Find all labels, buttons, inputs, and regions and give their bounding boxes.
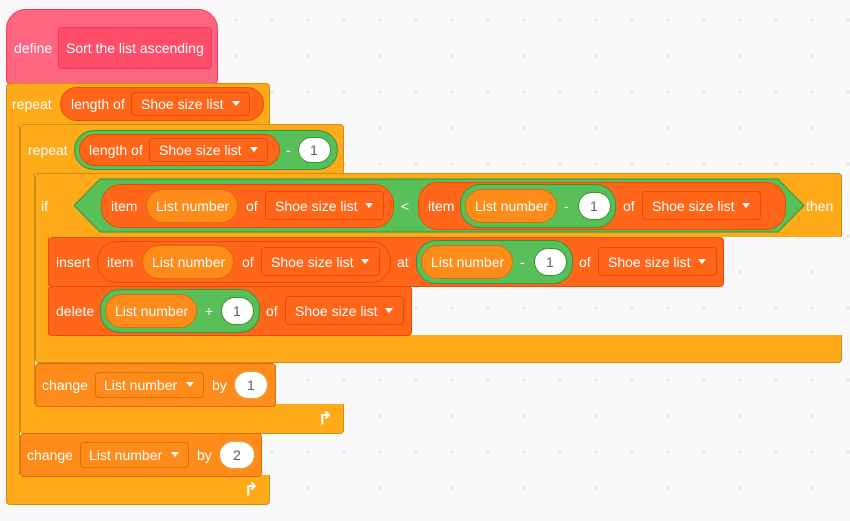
number-input[interactable] (219, 441, 255, 469)
at-label: at (397, 254, 409, 270)
number-input[interactable] (534, 248, 567, 276)
variable-dropdown[interactable] (95, 372, 204, 398)
variable-name: List number (152, 254, 226, 270)
list-dropdown-value: Shoe size list (271, 254, 354, 270)
variable-reporter[interactable] (146, 189, 238, 223)
caret-down-icon (698, 259, 706, 264)
if-arm (35, 236, 49, 336)
length-of-label: length of (89, 142, 143, 158)
list-dropdown[interactable] (149, 138, 268, 162)
repeat-inner-footer (20, 404, 344, 434)
item-label: item (111, 198, 138, 214)
change-keyword: change (42, 377, 88, 393)
number-input-value: 1 (546, 254, 554, 270)
list-dropdown-value: Shoe size list (159, 142, 242, 158)
loop-arrow-icon: ↱ (244, 480, 259, 499)
caret-down-icon (385, 308, 393, 313)
number-input[interactable] (578, 192, 611, 220)
of-label: of (242, 254, 254, 270)
repeat-outer-arm (6, 124, 20, 476)
number-input[interactable] (234, 371, 268, 399)
custom-block-prototype[interactable] (58, 27, 212, 69)
variable-name: List number (475, 198, 549, 214)
of-label: of (623, 198, 635, 214)
variable-name: List number (115, 303, 189, 319)
list-dropdown-value: Shoe size list (141, 96, 224, 112)
list-dropdown[interactable] (285, 296, 404, 325)
number-input-value: 1 (590, 198, 598, 214)
caret-down-icon (250, 147, 258, 152)
caret-down-icon (232, 101, 240, 106)
item-label: item (428, 198, 455, 214)
if-footer (35, 335, 842, 363)
variable-dropdown[interactable] (80, 442, 189, 468)
insert-keyword: insert (56, 254, 91, 270)
less-than-operator: < (401, 198, 410, 214)
delete-keyword: delete (56, 303, 95, 319)
list-dropdown[interactable] (261, 247, 380, 276)
number-input-value: 1 (310, 142, 318, 158)
of-label: of (266, 303, 278, 319)
number-input[interactable] (298, 137, 331, 163)
caret-down-icon (171, 452, 179, 457)
item-label: item (107, 254, 134, 270)
loop-arrow-icon: ↱ (318, 409, 333, 428)
variable-dropdown-value: List number (104, 377, 178, 393)
repeat-inner-keyword: repeat (28, 142, 68, 158)
custom-block-name: Sort the list ascending (66, 40, 204, 56)
list-dropdown-value: Shoe size list (608, 254, 691, 270)
number-input-value: 1 (233, 303, 241, 319)
if-keyword: if (41, 198, 48, 214)
variable-reporter[interactable] (105, 294, 197, 328)
minus-operator: - (564, 198, 569, 214)
variable-dropdown-value: List number (89, 447, 163, 463)
of-label: of (579, 254, 591, 270)
minus-operator: - (520, 254, 525, 270)
variable-name: List number (431, 254, 505, 270)
caret-down-icon (365, 203, 373, 208)
caret-down-icon (186, 382, 194, 387)
variable-name: List number (156, 198, 230, 214)
variable-reporter[interactable] (421, 245, 513, 279)
list-dropdown[interactable] (131, 92, 250, 116)
number-input-value: 1 (247, 377, 255, 393)
list-dropdown-value: Shoe size list (295, 303, 378, 319)
repeat-inner-arm (20, 173, 35, 405)
list-dropdown[interactable] (598, 247, 717, 276)
plus-operator: + (205, 303, 214, 319)
length-of-label: length of (71, 96, 125, 112)
number-input[interactable] (221, 297, 254, 325)
caret-down-icon (742, 203, 750, 208)
repeat-outer-footer (6, 475, 270, 505)
variable-reporter[interactable] (465, 189, 557, 223)
list-dropdown[interactable] (642, 191, 761, 220)
then-keyword: then (806, 198, 834, 214)
minus-operator: - (286, 142, 291, 158)
list-dropdown-value: Shoe size list (275, 198, 358, 214)
list-dropdown-value: Shoe size list (652, 198, 735, 214)
of-label: of (246, 198, 258, 214)
list-dropdown[interactable] (265, 191, 384, 220)
by-label: by (212, 377, 227, 393)
number-input-value: 2 (233, 447, 241, 463)
define-keyword: define (14, 40, 53, 56)
change-keyword: change (27, 447, 73, 463)
repeat-outer-keyword: repeat (12, 96, 52, 112)
caret-down-icon (361, 259, 369, 264)
variable-reporter[interactable] (142, 245, 234, 279)
by-label: by (197, 447, 212, 463)
